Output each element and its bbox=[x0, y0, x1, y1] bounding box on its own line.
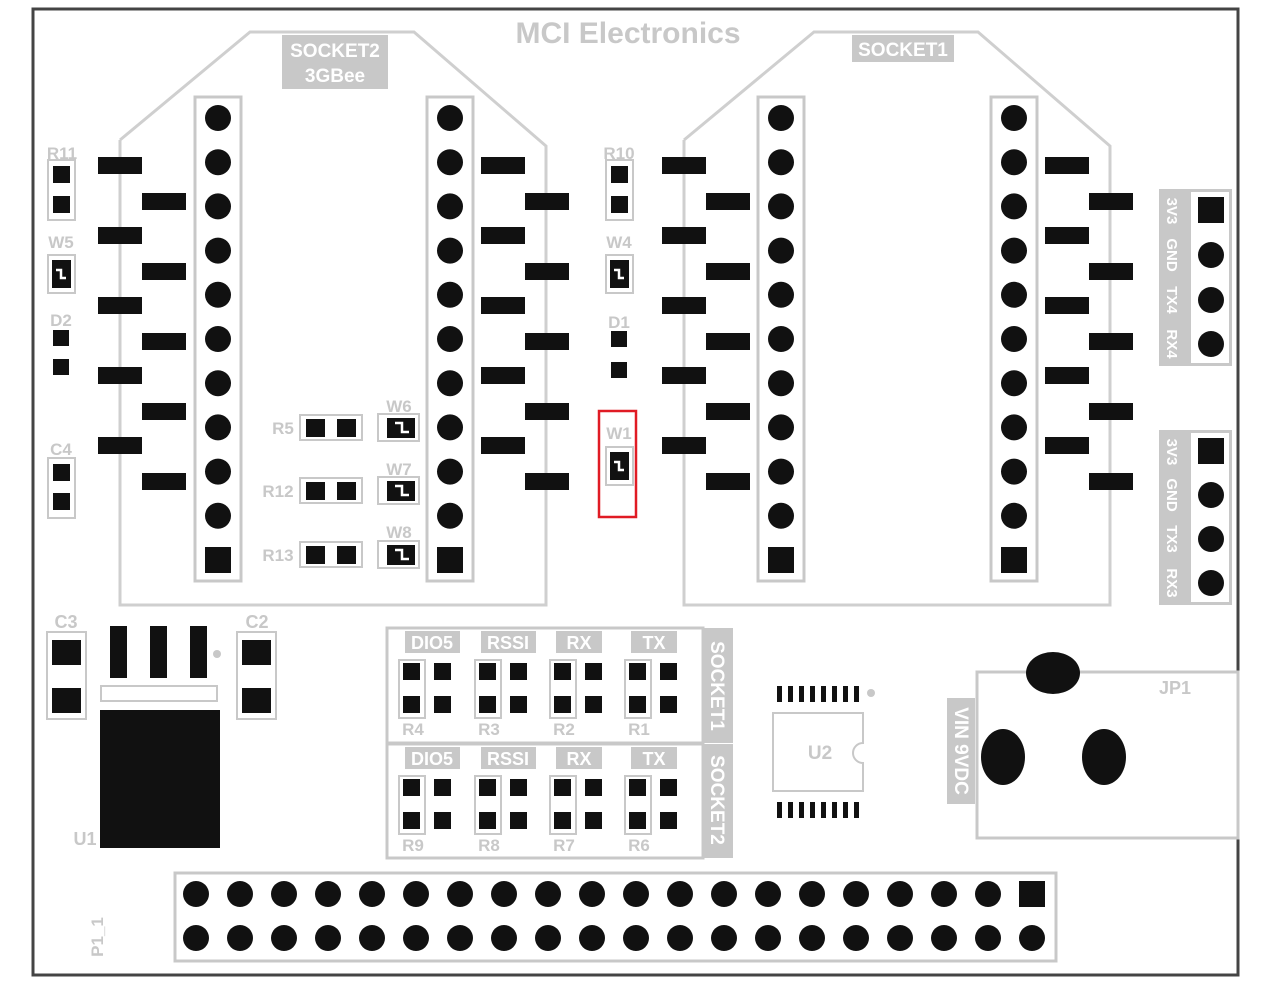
w7-jumper: W7 bbox=[377, 460, 420, 505]
led-bottom-resistor-3: R6 bbox=[628, 836, 650, 855]
led-block-top-side-label: SOCKET1 bbox=[706, 641, 727, 731]
u2-label: U2 bbox=[808, 743, 832, 764]
uart3-label-2: TX3 bbox=[1163, 525, 1180, 553]
led-top-resistor-3: R1 bbox=[628, 720, 650, 739]
led-bottom-header-3: TX bbox=[642, 749, 665, 769]
c2-part: C2 bbox=[236, 612, 277, 720]
socket1-label-box bbox=[852, 35, 954, 62]
socket1-label: SOCKET1 bbox=[858, 40, 948, 61]
uart4-label-2: TX4 bbox=[1163, 286, 1180, 314]
socket1-pin-column-left bbox=[756, 95, 806, 583]
c2-label: C2 bbox=[245, 612, 268, 632]
led-block-bottom-side-label: SOCKET2 bbox=[706, 755, 727, 845]
socket1-smd-pads-right bbox=[1045, 157, 1133, 490]
uart4-label-1: GND bbox=[1163, 238, 1180, 272]
w5-jumper: W5 bbox=[47, 233, 76, 294]
w5-label: W5 bbox=[48, 233, 74, 252]
r11-part: R11 bbox=[47, 144, 77, 221]
c4-label: C4 bbox=[50, 440, 72, 459]
w1-jumper[interactable]: W1 bbox=[597, 409, 638, 519]
socket-pin-rows bbox=[98, 95, 1133, 583]
r13-label: R13 bbox=[262, 546, 293, 565]
led-bottom-header-0: DIO5 bbox=[411, 749, 453, 769]
u1-label: U1 bbox=[73, 829, 96, 849]
uart3-label-3: RX3 bbox=[1163, 568, 1180, 597]
led-top-resistor-1: R3 bbox=[478, 720, 500, 739]
jp1-jack: VIN 9VDC JP1 bbox=[947, 652, 1240, 840]
d2-part: D2 bbox=[50, 311, 72, 375]
r10-part: R10 bbox=[603, 144, 635, 221]
r12-part: R12 bbox=[262, 477, 363, 504]
uart4-header bbox=[1159, 189, 1232, 366]
led-bottom-header-2: RX bbox=[566, 749, 591, 769]
r11-label: R11 bbox=[47, 144, 77, 163]
uart3-label-1: GND bbox=[1163, 478, 1180, 512]
led-bottom-resistor-0: R9 bbox=[402, 836, 424, 855]
socket2-pin-column-left bbox=[193, 95, 243, 583]
socket2-outline bbox=[118, 30, 548, 607]
power-label: VIN 9VDC bbox=[950, 707, 971, 795]
led-top-resistor-0: R4 bbox=[402, 720, 424, 739]
d1-label: D1 bbox=[608, 313, 630, 332]
led-bottom-header-1: RSSI bbox=[487, 749, 529, 769]
p1-label: P1_1 bbox=[88, 917, 107, 957]
u2-chip: U2 bbox=[772, 686, 875, 818]
r10-label: R10 bbox=[603, 144, 634, 163]
socket2-smd-pads-right bbox=[481, 157, 569, 490]
led-bottom-resistor-2: R7 bbox=[553, 836, 575, 855]
r12-label: R12 bbox=[262, 482, 293, 501]
r13-part: R13 bbox=[262, 541, 363, 568]
jp1-label: JP1 bbox=[1159, 678, 1191, 698]
led-resistor-blocks: SOCKET1 SOCKET2 DIO5R4RSSIR3RXR2TXR1DIO5… bbox=[385, 626, 733, 860]
c3-label: C3 bbox=[54, 612, 77, 632]
socket2-smd-pads-left bbox=[98, 157, 186, 490]
r5-label: R5 bbox=[272, 419, 294, 438]
w1-label: W1 bbox=[606, 424, 632, 443]
w7-label: W7 bbox=[386, 460, 412, 479]
socket2-label: SOCKET2 bbox=[290, 41, 380, 62]
socket1-outline bbox=[682, 30, 1112, 607]
led-bottom-resistor-1: R8 bbox=[478, 836, 500, 855]
led-top-header-2: RX bbox=[566, 633, 591, 653]
d2-label: D2 bbox=[50, 311, 72, 330]
led-top-resistor-2: R2 bbox=[553, 720, 575, 739]
uart4-label-3: RX4 bbox=[1163, 329, 1180, 359]
board-title: MCI Electronics bbox=[515, 17, 740, 50]
socket2-sublabel: 3GBee bbox=[305, 66, 365, 87]
w8-label: W8 bbox=[386, 523, 412, 542]
p1-header: P1_1 bbox=[88, 871, 1058, 963]
w6-jumper: W6 bbox=[377, 397, 420, 442]
u1-regulator: U1 bbox=[73, 626, 221, 849]
led-top-header-1: RSSI bbox=[487, 633, 529, 653]
uart4-label-0: 3V3 bbox=[1163, 198, 1180, 225]
d1-part: D1 bbox=[608, 313, 630, 378]
socket2-pin-column-right bbox=[425, 95, 475, 583]
uart3-header bbox=[1159, 430, 1232, 605]
uart3-label-0: 3V3 bbox=[1163, 439, 1180, 466]
socket1-smd-pads-left bbox=[662, 157, 750, 490]
w6-label: W6 bbox=[386, 397, 412, 416]
c4-part: C4 bbox=[47, 440, 76, 519]
r5-part: R5 bbox=[272, 414, 363, 441]
c3-part: C3 bbox=[46, 612, 87, 720]
led-top-header-0: DIO5 bbox=[411, 633, 453, 653]
selection-highlight bbox=[597, 409, 638, 519]
led-top-header-3: TX bbox=[642, 633, 665, 653]
socket1-pin-column-right bbox=[989, 95, 1039, 583]
socket2-label-box bbox=[282, 35, 388, 89]
w4-jumper: W4 bbox=[605, 233, 634, 294]
w4-label: W4 bbox=[606, 233, 632, 252]
w8-jumper: W8 bbox=[377, 523, 420, 569]
